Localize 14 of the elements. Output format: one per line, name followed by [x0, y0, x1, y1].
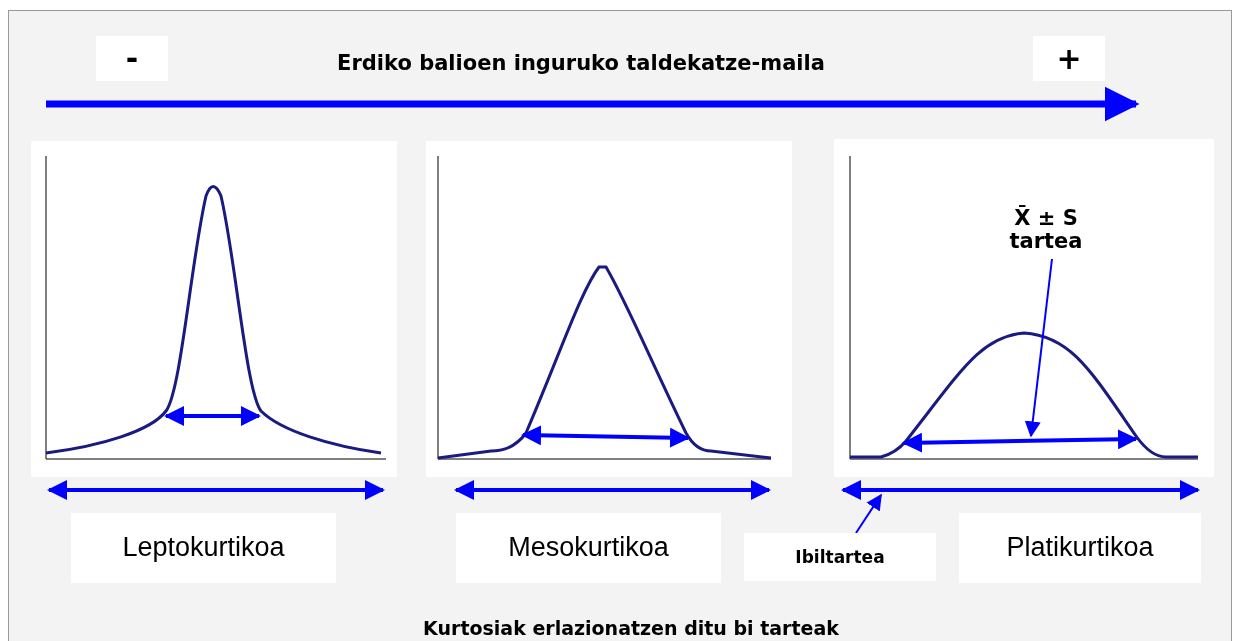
dimension-line [841, 480, 1200, 500]
leader-line [855, 493, 882, 534]
category-label: Platikurtikoa [1006, 533, 1154, 563]
range-label: Ibiltartea [795, 547, 885, 567]
minus-sign: - [125, 42, 139, 75]
category-label: Mesokurtikoa [508, 533, 669, 563]
caption: Kurtosiak erlazionatzen ditu bi tarteak [422, 617, 840, 639]
leader-line [1024, 258, 1053, 438]
category-label: Leptokurtikoa [122, 533, 285, 563]
label-box [744, 533, 936, 581]
axis-label: Erdiko balioen inguruko taldekatze-maila [336, 51, 826, 75]
dimension-line [902, 429, 1138, 453]
interval-label: X̄ ± S tartea [991, 201, 1101, 259]
plus-sign: + [1056, 42, 1082, 75]
